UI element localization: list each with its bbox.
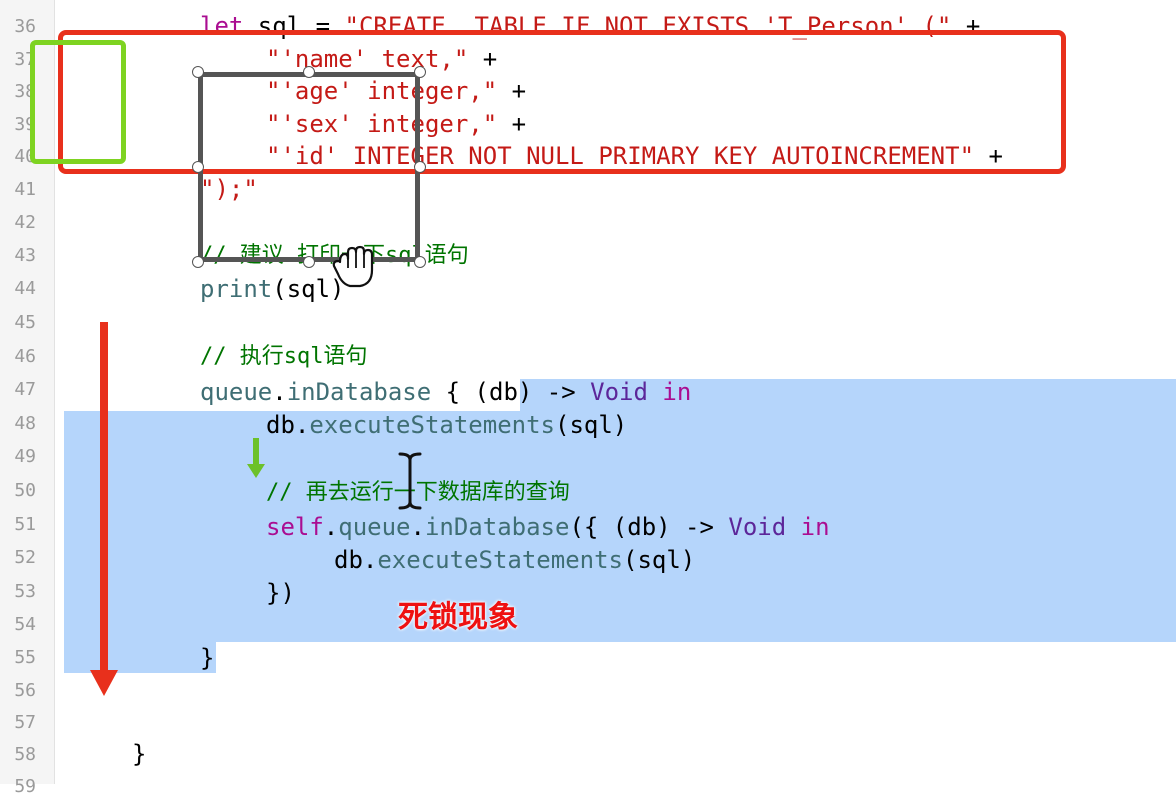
resize-handle[interactable] [414,66,426,78]
line-number: 55 [14,647,36,668]
resize-handle[interactable] [192,66,204,78]
resize-handle[interactable] [414,161,426,173]
line-number: 54 [14,614,36,635]
line-number: 47 [14,379,36,400]
line-number: 48 [14,413,36,434]
code-line-53[interactable]: }) [266,579,295,607]
line-number: 51 [14,514,36,535]
line-number: 57 [14,712,36,733]
code-line-51[interactable]: self.queue.inDatabase({ (db) -> Void in [266,513,830,541]
line-number: 56 [14,680,36,701]
line-number: 42 [14,212,36,233]
line-number: 41 [14,179,36,200]
code-line-41[interactable]: ");" [200,175,258,203]
line-number: 49 [14,446,36,467]
line-number: 52 [14,547,36,568]
code-line-38[interactable]: "'age' integer," + [266,77,527,105]
line-number: 45 [14,312,36,333]
green-down-arrow-icon [247,438,265,478]
text-selection [520,379,1176,412]
code-line-58[interactable]: } [132,740,147,768]
line-number-gutter: 36 37 38 39 40 41 42 43 44 45 46 47 48 4… [0,0,55,797]
deadlock-caption: 死锁现象 [398,600,518,635]
line-number: 36 [14,16,36,37]
resize-handle[interactable] [192,256,204,268]
text-selection [64,641,216,673]
line-number: 53 [14,581,36,602]
line-number: 50 [14,480,36,501]
annotation-overlay [90,245,422,696]
resize-handle[interactable] [303,256,315,268]
code-line-50[interactable]: // 再去运行一下数据库的查询 [266,480,570,505]
line-number: 46 [14,346,36,367]
line-number: 44 [14,278,36,299]
red-down-arrow-icon [90,322,118,696]
grab-hand-cursor-icon [332,245,374,288]
code-line-40[interactable]: "'id' INTEGER NOT NULL PRIMARY KEY AUTOI… [266,142,1003,170]
code-line-47[interactable]: queue.inDatabase { (db) -> Void in [200,378,692,406]
green-highlight-box [30,40,126,164]
resize-handle[interactable] [303,66,315,78]
line-number: 43 [14,245,36,266]
code-line-39[interactable]: "'sex' integer," + [266,110,527,138]
code-line-36[interactable]: let sql = "CREATE TABLE IF NOT EXISTS 'T… [200,12,981,40]
red-highlight-box [58,30,1066,174]
text-selection [64,411,1176,642]
line-number: 58 [14,744,36,765]
code-line-43[interactable]: // 建议 打印一下sql语句 [200,243,469,268]
resize-handle[interactable] [192,161,204,173]
code-line-46[interactable]: // 执行sql语句 [200,344,368,369]
i-beam-cursor-icon [398,452,422,510]
resize-handle[interactable] [414,256,426,268]
code-line-44[interactable]: print(sql) [200,275,345,303]
code-line-48[interactable]: db.executeStatements(sql) [266,411,628,439]
code-line-55[interactable]: } [200,644,215,672]
code-line-52[interactable]: db.executeStatements(sql) [334,546,696,574]
